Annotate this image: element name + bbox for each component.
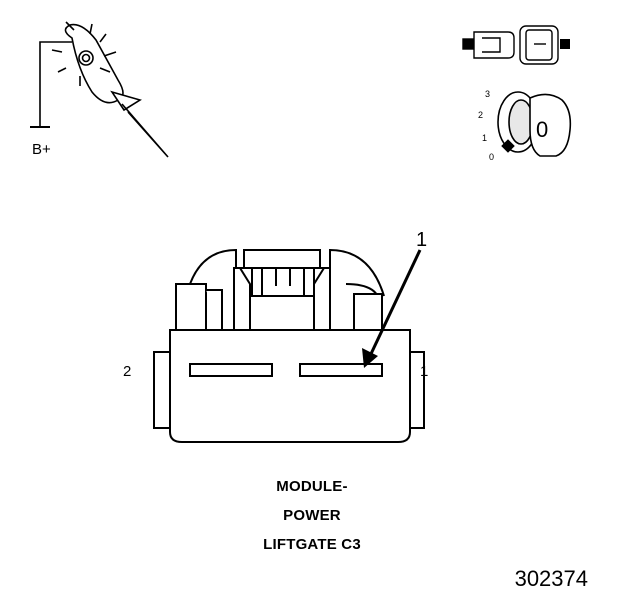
- key-position-label: 0: [536, 117, 548, 142]
- caption-line-2: POWER: [283, 507, 341, 524]
- pin-label-left: 2: [123, 363, 131, 380]
- ignition-key-icon: [497, 91, 572, 157]
- callout-arrow: [362, 249, 422, 368]
- test-light-probe-icon: [30, 21, 169, 158]
- figure-number: 302374: [514, 566, 588, 591]
- caption-line-1: MODULE-: [276, 478, 348, 495]
- callout-label: 1: [416, 229, 427, 251]
- disconnected-connector-icon: [462, 25, 570, 65]
- probe-label: B+: [32, 141, 51, 158]
- ignition-pos-0: 0: [489, 152, 494, 162]
- connector-face: [153, 248, 425, 443]
- ignition-pos-3: 3: [485, 89, 490, 99]
- caption-line-3: LIFTGATE C3: [263, 536, 361, 553]
- ignition-pos-1: 1: [482, 133, 487, 143]
- pin-label-right: 1: [420, 363, 428, 380]
- ignition-pos-2: 2: [478, 110, 483, 120]
